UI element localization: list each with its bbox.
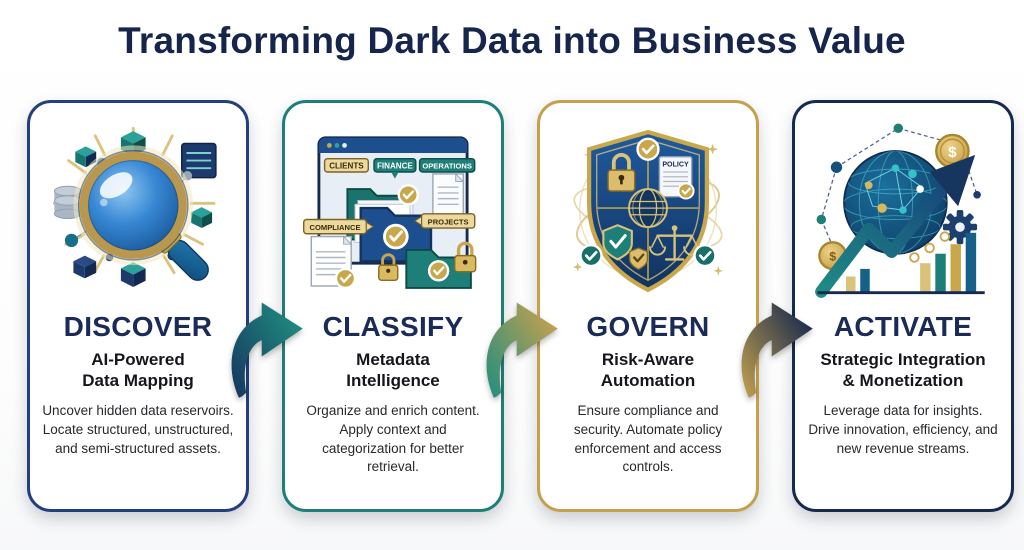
step-subtitle-line1: Risk-Aware [601,350,695,369]
step-title: GOVERN [586,311,710,342]
tag-finance: FINANCE [373,157,417,179]
tag-operations: OPERATIONS [418,157,476,173]
step-subtitle: Metadata Intelligence [285,350,501,391]
card-classify: CLIENTS FINANCE OPERATIONS [282,100,504,512]
coin-top-icon: $ [935,133,970,169]
bar-chart [846,231,977,292]
step-subtitle-line2: Intelligence [346,370,440,390]
step-description: Uncover hidden data reservoirs. Locate s… [42,403,234,456]
svg-text:FINANCE: FINANCE [377,162,413,171]
step-subtitle-line1: AI-Powered [91,350,185,369]
growth-globe-icon: $ $ [815,123,985,298]
page-title: Transforming Dark Data into Business Val… [118,20,906,61]
mini-shield-check-icon [602,224,648,271]
classify-illustration-wrap: CLIENTS FINANCE OPERATIONS [285,111,501,309]
scales-icon [648,225,701,261]
document-bottom-left [310,235,357,290]
activate-illustration-wrap: $ $ [795,111,1011,309]
svg-text:OPERATIONS: OPERATIONS [422,162,472,171]
padlock-center-icon [378,253,399,282]
magnifier-data-network-icon [52,126,217,287]
globe-icon [628,188,668,229]
step-subtitle-line1: Strategic Integration [820,350,986,369]
compliance-shield-icon: POLICY [573,129,723,293]
step-title: ACTIVATE [833,311,973,342]
step-subtitle-line2: Automation [600,370,696,390]
check-badge-top [397,184,419,206]
document-right [432,172,465,217]
tag-compliance: COMPLIANCE [302,218,374,235]
svg-text:CLIENTS: CLIENTS [329,162,364,171]
step-description: Leverage data for insights. Drive innova… [808,403,998,456]
svg-text:PROJECTS: PROJECTS [428,218,469,227]
step-subtitle-line1: Metadata [356,350,430,369]
svg-text:POLICY: POLICY [662,160,689,168]
step-cards-row: DISCOVER AI-Powered Data Mapping Uncover… [27,100,1014,512]
flow-arrow-discover-to-classify [231,302,303,398]
card-govern: POLICY [537,100,759,512]
step-title: CLASSIFY [322,311,464,342]
step-subtitle: AI-Powered Data Mapping [30,350,246,391]
step-subtitle-line2: Data Mapping [82,370,194,390]
data-cube-right [191,207,213,229]
padlock-right-icon [454,241,477,273]
discover-illustration-wrap [30,111,246,309]
flow-arrow-govern-to-activate [741,302,813,398]
svg-text:$: $ [829,249,836,263]
card-discover: DISCOVER AI-Powered Data Mapping Uncover… [27,100,249,512]
flow-arrow-classify-to-govern [486,302,558,398]
step-subtitle-line2: & Monetization [842,370,964,390]
check-badge-right [693,243,717,268]
padlock-icon [607,153,636,192]
step-subtitle: Strategic Integration & Monetization [795,350,1011,391]
growth-arrow [815,154,976,298]
step-description: Organize and enrich content. Apply conte… [306,403,480,475]
server-icon [180,142,217,179]
data-cube-bottom [120,262,146,287]
step-title: DISCOVER [63,311,213,342]
svg-text:COMPLIANCE: COMPLIANCE [310,223,361,232]
tag-projects: PROJECTS [413,213,476,229]
step-subtitle: Risk-Aware Automation [540,350,756,391]
tag-clients: CLIENTS [323,157,370,173]
govern-illustration-wrap: POLICY [540,111,756,309]
magnifier-lens [77,149,189,261]
policy-document-icon: POLICY [658,156,695,200]
step-description: Ensure compliance and security. Automate… [573,403,723,475]
tagged-folders-icon: CLIENTS FINANCE OPERATIONS [302,136,477,290]
check-badge-left [579,243,603,268]
card-activate: $ $ [792,100,1014,512]
check-badge-top [636,137,660,161]
svg-text:$: $ [948,144,957,161]
data-cube-bottom-left [73,255,97,279]
